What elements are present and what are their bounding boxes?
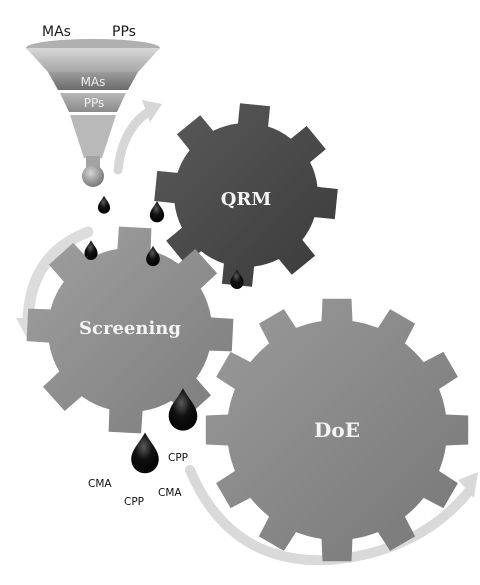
funnel: MAs PPs MAs PPs: [26, 24, 160, 187]
doe-gear-label: DoE: [314, 418, 360, 442]
drop-label-cma-right: CMA: [158, 487, 182, 499]
large-drops: [131, 388, 198, 474]
screening-gear: Screening: [26, 226, 234, 434]
drop-label-cpp-top: CPP: [168, 452, 188, 464]
arrow-bottom-swoosh-head: [458, 472, 478, 498]
qrm-gear-shape: [154, 103, 338, 287]
qrm-gear: QRM: [154, 103, 338, 287]
drop-small-1: [97, 195, 111, 214]
funnel-top-left-label: MAs: [42, 24, 71, 40]
funnel-band-1-label: MAs: [81, 75, 106, 89]
qrm-gear-label: QRM: [221, 189, 272, 210]
screening-gear-shape: [26, 226, 234, 434]
screening-gear-label: Screening: [79, 318, 181, 339]
drop-label-cpp-bottom: CPP: [124, 496, 144, 508]
drop-small-2: [149, 201, 165, 223]
drop-labels: CMA CPP CMA CPP: [88, 452, 188, 508]
arrow-up-right-head: [142, 100, 162, 122]
drop-large-right: [168, 388, 198, 431]
drop-small-3: [84, 240, 98, 260]
drop-small-4: [146, 245, 160, 267]
funnel-band-1: [48, 72, 138, 90]
funnel-top-right-label: PPs: [112, 24, 136, 40]
arrow-up-right: [113, 107, 153, 175]
funnel-band-2-label: PPs: [84, 96, 105, 110]
funnel-cone-top: [26, 48, 160, 72]
doe-gear-shape: [205, 298, 469, 562]
funnel-ball: [82, 165, 104, 187]
funnel-cone-bottom: [70, 115, 116, 158]
drop-label-cma-left: CMA: [88, 478, 112, 490]
small-drops: [84, 195, 244, 289]
drop-small-5: [230, 269, 244, 289]
doe-gear: DoE: [205, 298, 469, 562]
drop-large-left: [131, 432, 159, 474]
funnel-band-2: [60, 93, 126, 112]
